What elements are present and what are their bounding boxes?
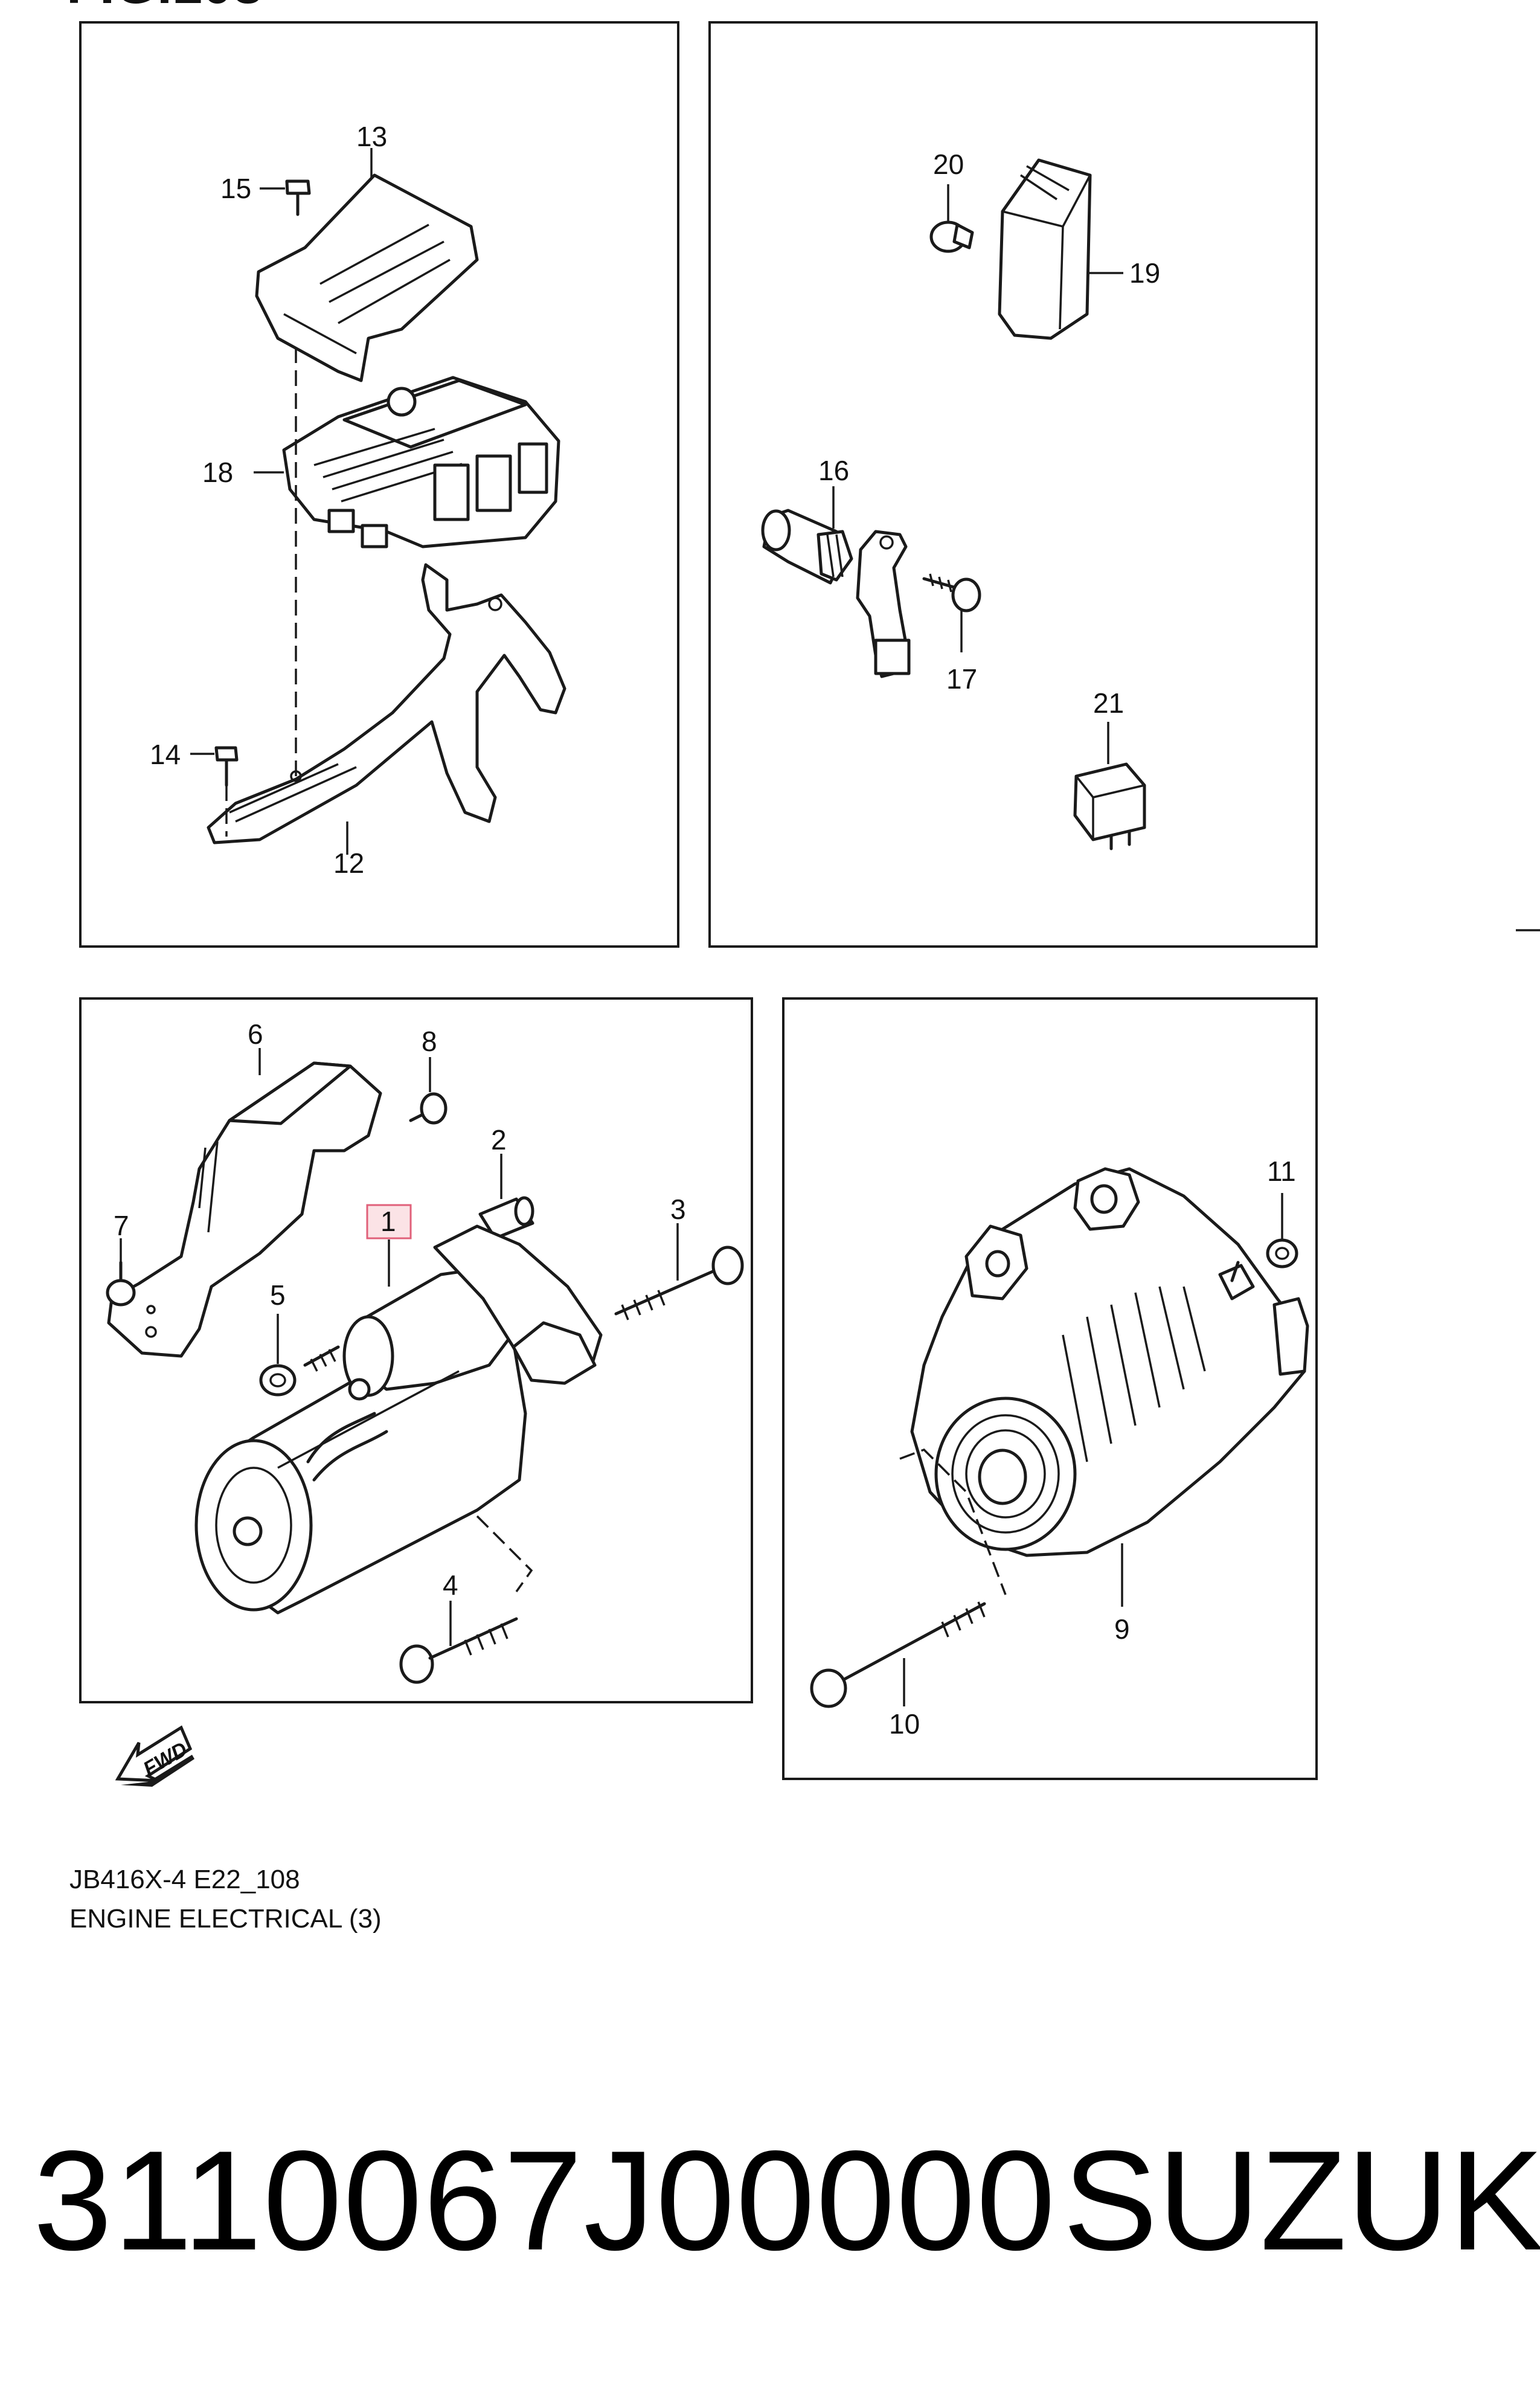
callout-8: 8	[422, 1026, 437, 1057]
callout-7: 7	[114, 1210, 129, 1241]
callout-20: 20	[933, 149, 964, 180]
nut-7	[106, 1238, 136, 1307]
callout-12: 12	[333, 847, 364, 879]
callout-10: 10	[889, 1708, 920, 1740]
callout-1: 1	[380, 1206, 396, 1237]
callout-14: 14	[150, 739, 181, 770]
document-code: JB416X-4 E22_108	[69, 1865, 300, 1894]
bolt-20	[929, 184, 974, 253]
bolt-8	[409, 1057, 448, 1125]
panel-alternator	[782, 997, 1318, 1780]
panel-starter	[79, 997, 753, 1703]
bolt-17	[922, 573, 981, 652]
parts-diagram: 13 15 18 14 12	[79, 21, 1540, 1787]
callout-17: 17	[946, 663, 977, 695]
fwd-arrow-icon: FWD	[115, 1725, 194, 1787]
callout-15: 15	[220, 173, 251, 204]
relay-21	[1073, 722, 1146, 850]
callout-3: 3	[670, 1194, 686, 1225]
nut-11	[1266, 1193, 1298, 1268]
callout-4: 4	[443, 1569, 458, 1601]
figure-title: FIG.108	[66, 0, 263, 12]
starter-motor	[194, 1224, 603, 1615]
callout-2: 2	[491, 1124, 507, 1156]
panel-ecm	[79, 21, 679, 948]
relay-19	[998, 158, 1123, 340]
ecm-cover	[255, 173, 479, 382]
brand-name: SUZUKI	[1063, 2121, 1540, 2280]
callout-19: 19	[1129, 257, 1160, 289]
starter-bracket-6	[107, 1048, 382, 1358]
part-number: 3110067J00000	[33, 2121, 1057, 2280]
callout-9: 9	[1114, 1613, 1130, 1645]
callout-13: 13	[356, 121, 387, 152]
bolt-15	[260, 179, 311, 216]
callout-18: 18	[202, 457, 233, 488]
sensor-16	[761, 486, 911, 678]
bolt-4	[399, 1601, 518, 1684]
alternator	[899, 1167, 1309, 1607]
bolt-14	[190, 746, 239, 837]
ecm-unit	[282, 376, 560, 548]
caption-bar	[0, 1987, 1540, 2392]
nut-5	[259, 1314, 297, 1397]
sleeve-2	[478, 1154, 534, 1240]
callout-11: 11	[1267, 1156, 1296, 1187]
highlight-callout-1	[366, 1204, 412, 1287]
bolt-10	[810, 1601, 986, 1708]
ecm-bracket	[207, 563, 566, 844]
callout-16: 16	[818, 455, 849, 486]
document-section: ENGINE ELECTRICAL (3)	[69, 1904, 382, 1934]
callout-5: 5	[270, 1279, 286, 1311]
callout-21: 21	[1093, 687, 1124, 719]
callout-6: 6	[248, 1018, 263, 1050]
bolt-3	[614, 1223, 744, 1320]
diagram-sheet: FIG.108	[66, 0, 1540, 1934]
panel-sensors	[708, 21, 1318, 948]
